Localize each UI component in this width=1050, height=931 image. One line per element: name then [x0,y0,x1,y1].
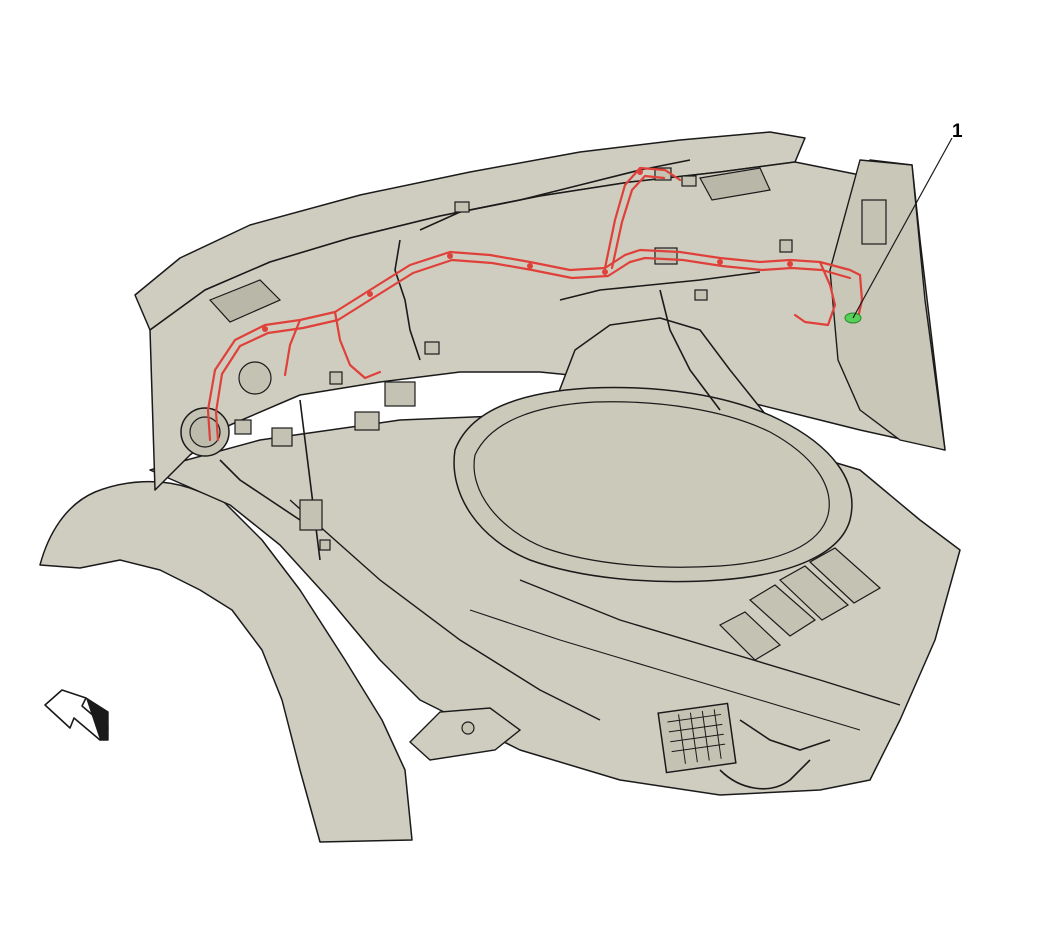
upper-grommet [238,361,272,395]
footwell-recess [453,386,853,583]
floor-bracket [408,707,522,761]
right-side-panel [829,159,946,451]
harness-clips [262,169,793,332]
floor-rail-left [289,499,601,721]
footwell-inner-edge [473,401,830,568]
left-wheelhouse-panel [39,480,413,843]
callout-label-1: 1 [952,121,963,142]
floor-rail-mid [469,609,861,731]
steering-column-grommet-inner [189,416,221,448]
cowl-opening-right [699,167,771,201]
cowl-opening-left [208,279,282,323]
floor-rail-right [519,579,901,706]
floor-ribs [718,547,882,661]
fuse-block-icon [657,702,737,774]
bracket-stud [461,721,475,735]
main-wiring-harness [206,166,864,442]
front-direction-arrow-icon [44,689,109,741]
callout-leader-line [852,137,953,319]
